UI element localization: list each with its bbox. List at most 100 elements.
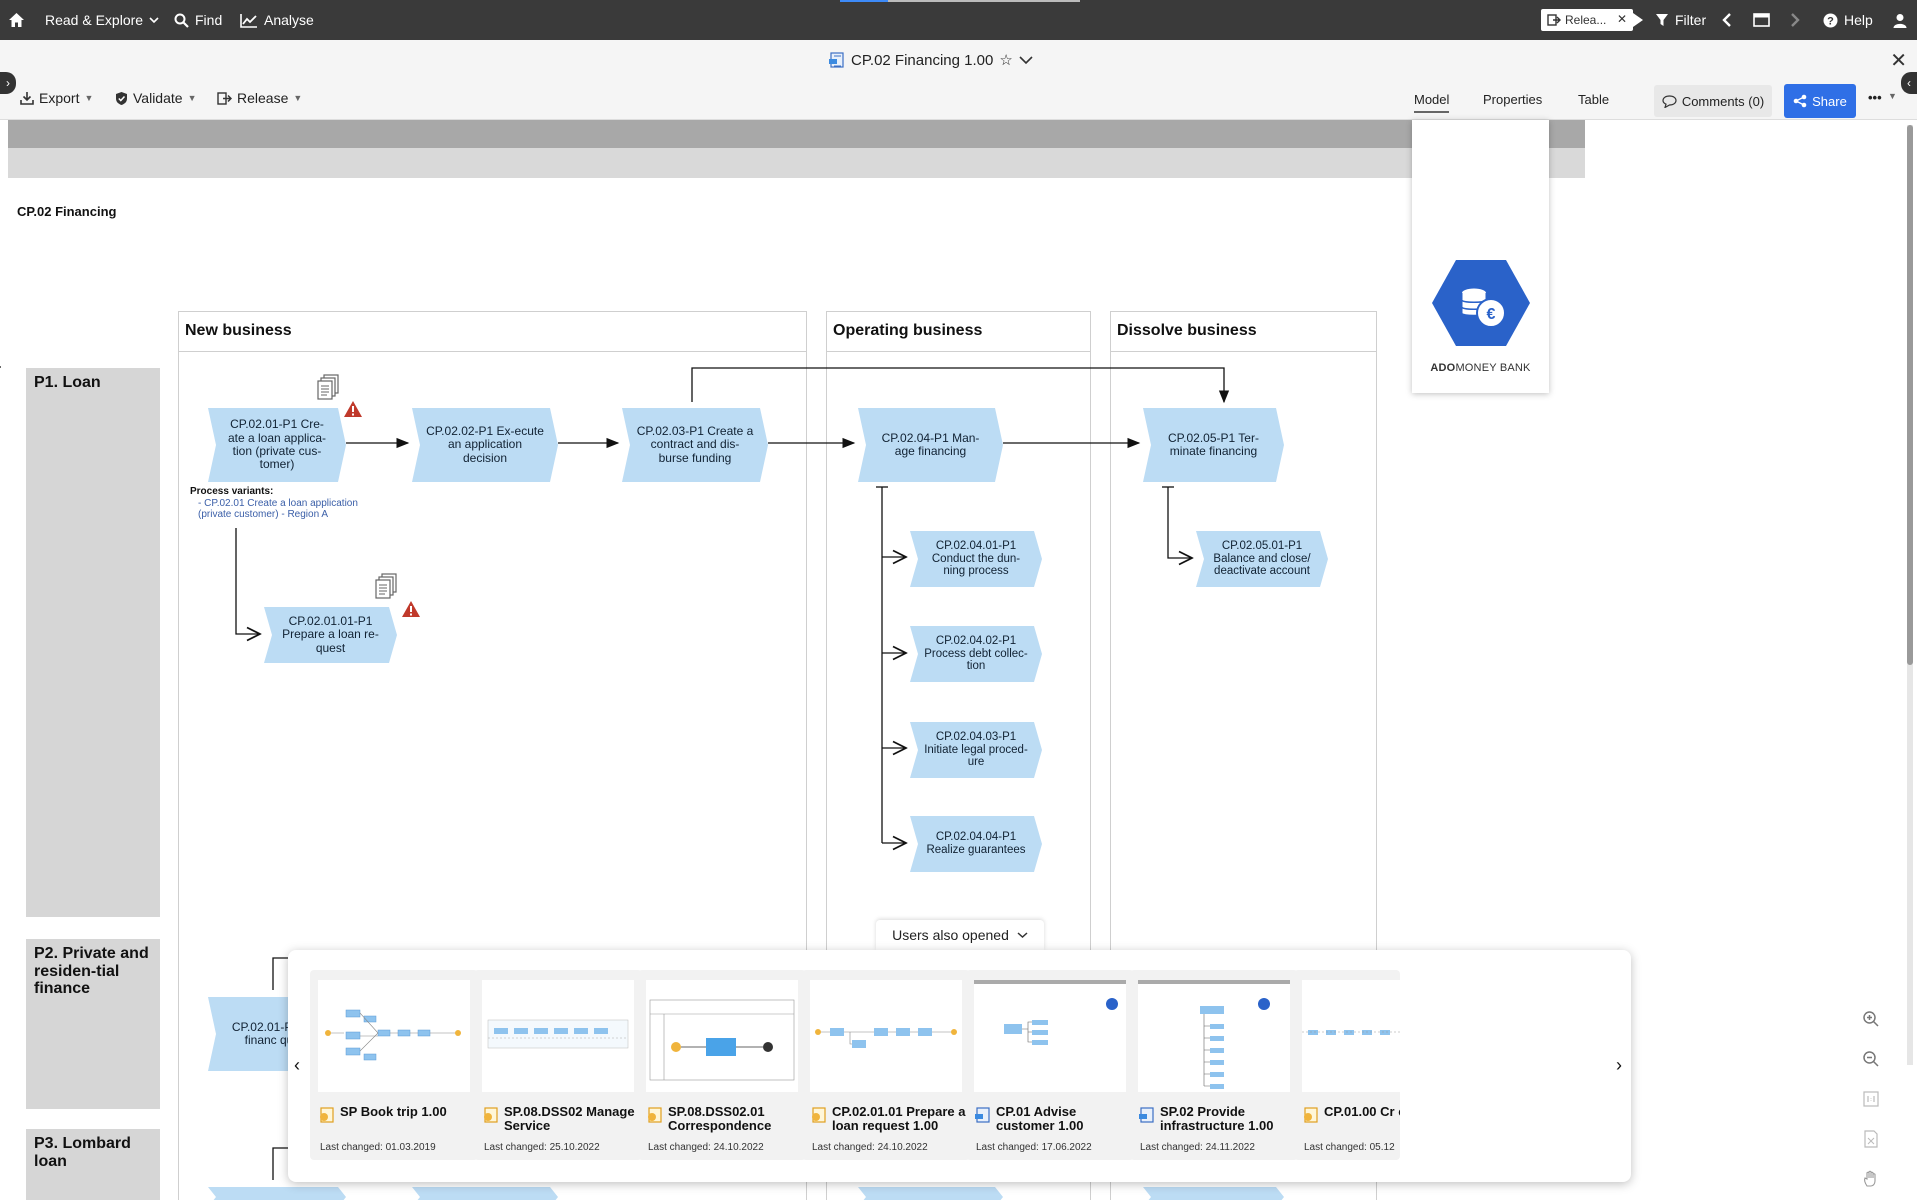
release-button[interactable]: Release ▼ [217,90,302,106]
chevron-down-icon[interactable] [1019,55,1033,65]
documents-icon[interactable] [375,573,399,601]
card-title: SP Book trip 1.00 [340,1104,447,1119]
zoom-in-icon[interactable] [1862,1010,1880,1028]
process-balance-close-account[interactable]: CP.02.05.01-P1 Balance and close/ deacti… [1196,531,1328,587]
model-thumbnail [318,980,470,1092]
company-logo: € ADOMONEY BANK [1412,120,1549,393]
read-explore-menu[interactable]: Read & Explore [45,0,159,40]
chevron-down-icon: ▼ [187,93,197,103]
warning-icon[interactable] [343,400,363,418]
model-toolbar: Export ▼ Validate ▼ Release ▼ Model Prop… [0,80,1917,120]
process-manage-financing[interactable]: CP.02.04-P1 Man-age financing [858,408,1003,482]
validate-button[interactable]: Validate ▼ [115,90,196,106]
user-menu-button[interactable] [1893,0,1907,40]
model-thumbnail [974,980,1126,1092]
back-button[interactable] [1722,0,1732,40]
process-prepare-loan-request[interactable]: CP.02.01.01-P1 Prepare a loan re-quest [264,607,397,663]
export-button[interactable]: Export ▼ [20,90,93,106]
release-icon [217,91,232,105]
active-indicator [840,0,888,2]
close-chip-icon[interactable]: ✕ [1616,12,1627,26]
favorite-star-icon[interactable]: ☆ [999,52,1013,69]
model-thumbnail [810,980,962,1092]
users-also-opened-toggle[interactable]: Users also opened [876,920,1044,950]
process-lombard-4[interactable] [1143,1187,1284,1200]
process-initiate-legal-procedure[interactable]: CP.02.04.03-P1 Initiate legal proced-ure [910,722,1042,778]
filter-button[interactable]: Filter [1655,0,1706,40]
read-explore-label: Read & Explore [45,12,144,28]
process-lombard-2[interactable] [412,1187,558,1200]
recent-model-card[interactable]: CP.02.01.01 Prepare a loan request 1.00 … [802,970,970,1160]
process-conduct-dunning[interactable]: CP.02.04.01-P1 Conduct the dun-ning proc… [910,531,1042,587]
home-icon [9,13,24,27]
documents-icon[interactable] [317,374,341,402]
chevron-right-icon [1791,13,1800,27]
scrollbar-thumb[interactable] [1907,125,1913,665]
card-last-changed: Last changed: 24.11.2022 [1140,1142,1255,1153]
comments-button[interactable]: Comments (0) [1654,85,1772,117]
lane-header-dissolve-business: Dissolve business [1110,311,1377,352]
process-model-icon [1304,1107,1318,1123]
process-create-loan-application[interactable]: CP.02.01-P1 Cre-ate a loan applica-tion … [208,408,346,482]
share-button[interactable]: Share [1784,84,1856,118]
top-navigation-bar: Read & Explore Find Analyse Relea... ✕ F… [0,0,1917,40]
expand-left-panel-icon[interactable]: › [0,72,16,94]
forward-button[interactable] [1790,0,1800,40]
help-button[interactable]: ? Help [1823,0,1873,40]
release-label: Release [237,90,289,106]
release-chip-label: Relea... [1565,13,1607,27]
card-last-changed: Last changed: 24.10.2022 [812,1142,928,1153]
carousel-prev-icon[interactable]: ‹ [294,1055,300,1075]
process-create-contract[interactable]: CP.02.03-P1 Create a contract and dis-bu… [622,408,768,482]
process-model-icon [648,1107,662,1123]
help-icon: ? [1823,13,1838,27]
window-button[interactable] [1753,0,1770,40]
card-title: SP.08.DSS02 Manage Service [504,1104,635,1134]
home-button[interactable] [8,0,25,40]
tab-model[interactable]: Model [1414,92,1450,113]
process-execute-application-decision[interactable]: CP.02.02-P1 Ex-ecute an application deci… [412,408,558,482]
close-document-icon[interactable]: ✕ [1890,50,1907,72]
analyse-button[interactable]: Analyse [240,0,314,40]
release-filter-chip[interactable]: Relea... ✕ [1541,9,1633,31]
filter-icon [1656,14,1668,26]
lane-new-business [178,352,807,1200]
zoom-out-icon[interactable] [1862,1050,1880,1068]
process-realize-guarantees[interactable]: CP.02.04.04-P1 Realize guarantees [910,816,1042,872]
fit-to-page-icon[interactable] [1862,1130,1880,1148]
chevron-down-icon[interactable]: ▼ [1888,91,1897,101]
warning-icon[interactable] [401,600,421,618]
process-debt-collection[interactable]: CP.02.04.02-P1 Process debt collec-tion [910,626,1042,682]
card-last-changed: Last changed: 17.06.2022 [976,1142,1092,1153]
actual-size-icon[interactable] [1862,1090,1880,1108]
process-model-icon [484,1107,498,1123]
row-header-lombard: P3. Lombard loan [26,1129,160,1200]
document-title[interactable]: CP.02 Financing 1.00 ☆ [828,51,1033,69]
process-lombard-3[interactable] [858,1187,1003,1200]
tab-table[interactable]: Table [1578,92,1610,107]
process-model-icon [829,51,844,68]
release-icon [1547,14,1561,26]
recent-model-card[interactable]: SP.08.DSS02 Manage Service Last changed:… [474,970,642,1160]
lane-header-operating-business: Operating business [826,311,1091,352]
recent-model-card[interactable]: SP.02 Provide infrastructure 1.00 Last c… [1130,970,1298,1160]
recent-model-card[interactable]: CP.01.00 Cr customer 1 Last changed: 05.… [1294,970,1400,1160]
tab-properties[interactable]: Properties [1483,92,1543,107]
user-icon [1893,13,1907,28]
recent-model-card[interactable]: SP.08.DSS02.01 Correspondence Last chang… [638,970,806,1160]
model-thumbnail [482,980,634,1092]
find-button[interactable]: Find [174,0,222,40]
recent-model-card[interactable]: CP.01 Advise customer 1.00 Last changed:… [966,970,1134,1160]
more-options-button[interactable]: ••• [1868,90,1882,105]
recent-model-card[interactable]: SP Book trip 1.00 Last changed: 01.03.20… [310,970,478,1160]
comments-label: Comments (0) [1681,93,1765,109]
pan-hand-icon[interactable] [1862,1170,1880,1188]
process-terminate-financing[interactable]: CP.02.05-P1 Ter-minate financing [1143,408,1284,482]
expand-right-panel-icon[interactable]: ‹ [1901,72,1917,94]
window-icon [1753,13,1770,27]
diagram-subheader-bar [8,148,1585,178]
process-lombard-1[interactable] [208,1187,346,1200]
process-variant-link[interactable]: - CP.02.01 Create a loan application (pr… [198,498,358,520]
carousel-next-icon[interactable]: › [1616,1055,1622,1075]
card-last-changed: Last changed: 24.10.2022 [648,1142,764,1153]
